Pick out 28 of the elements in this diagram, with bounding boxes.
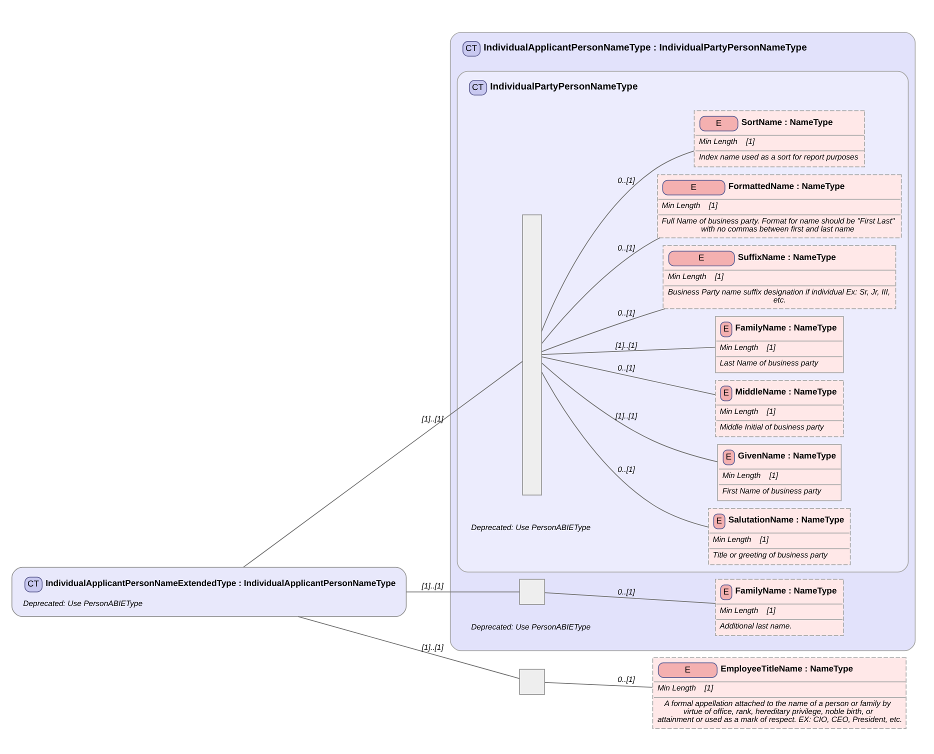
edge-label: 0..[1] — [618, 464, 635, 474]
connector — [544, 592, 716, 604]
edge-label: 0..[1] — [618, 588, 635, 597]
connector — [541, 356, 716, 396]
connector — [541, 362, 718, 462]
connector — [541, 150, 695, 332]
connector — [544, 682, 653, 688]
edge-label: 0..[1] — [618, 243, 635, 252]
edge-label: [1]..[1] — [422, 582, 444, 591]
edge-label: [1]..[1] — [616, 411, 638, 420]
edge-label: 0..[1] — [618, 176, 635, 186]
edge-label: [1]..[1] — [422, 643, 444, 652]
connector — [541, 237, 660, 344]
edge-label: [1]..[1] — [422, 414, 444, 424]
node-box — [519, 578, 546, 605]
connector — [541, 346, 716, 355]
connector — [242, 360, 523, 568]
node-box: CT IndividualApplicantPersonNameExtendedType : IndividualApplicantPersonNameType Deprecated: Use PersonABIEType — [11, 566, 407, 617]
edge-label: 0..[1] — [618, 364, 635, 373]
connector — [298, 616, 520, 679]
node-bar — [522, 214, 542, 496]
connector — [541, 372, 709, 528]
connector — [541, 308, 666, 352]
edge-label: 0..[1] — [618, 675, 635, 684]
connector — [406, 591, 520, 592]
node-box — [519, 668, 546, 695]
edge-label: 0..[1] — [618, 308, 635, 318]
edge-label: [1]..[1] — [616, 341, 638, 350]
